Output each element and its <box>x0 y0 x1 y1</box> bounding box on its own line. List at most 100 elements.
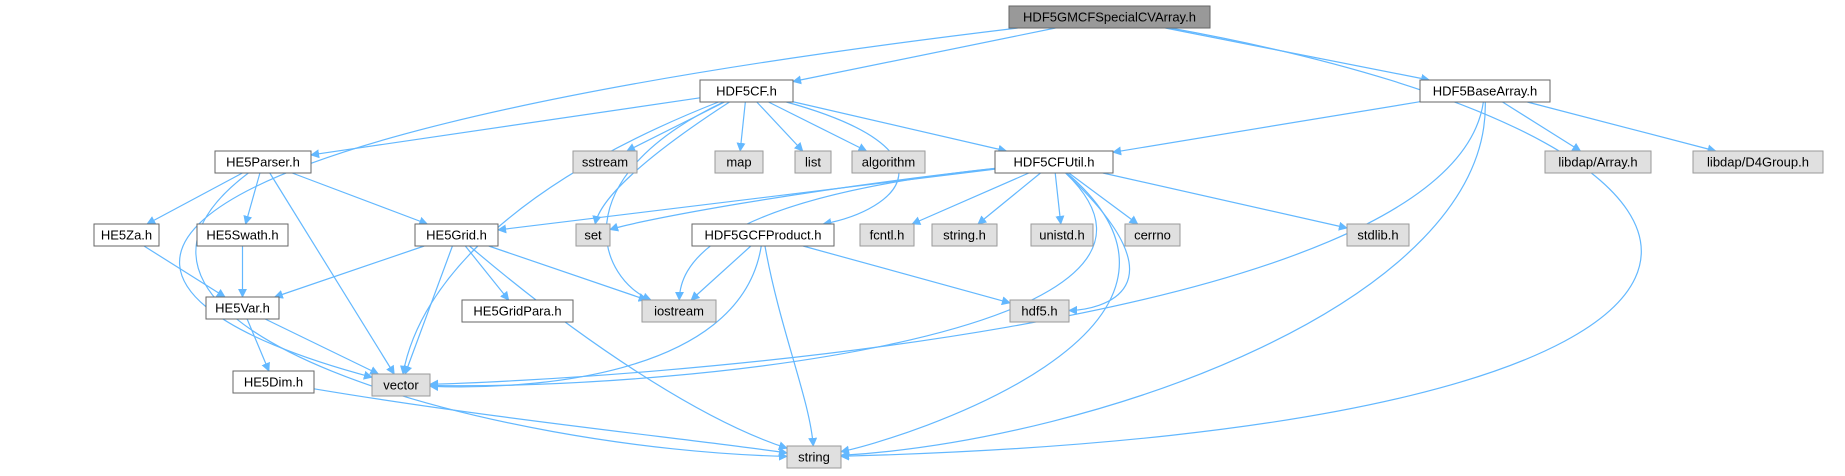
node-string: string <box>786 445 842 469</box>
node-cerrno: cerrno <box>1124 223 1181 247</box>
node-label-he5parser: HE5Parser.h <box>226 155 300 170</box>
edge-root-to-basearray <box>1165 27 1431 83</box>
node-box-cerrno <box>1124 223 1181 247</box>
node-basearray[interactable]: HDF5BaseArray.h <box>1419 79 1551 103</box>
node-label-basearray: HDF5BaseArray.h <box>1433 84 1538 99</box>
node-box-root <box>1008 5 1211 29</box>
node-box-map <box>714 150 764 174</box>
edge-gcfproduct-to-iostream <box>690 245 752 301</box>
node-he5parser[interactable]: HE5Parser.h <box>214 150 312 174</box>
node-box-hdf5h <box>1009 299 1070 323</box>
edge-basearray-to-cfutil <box>1112 101 1421 156</box>
node-label-cfutil: HDF5CFUtil.h <box>1014 155 1095 170</box>
node-stdlib: stdlib.h <box>1346 223 1410 247</box>
node-label-algorithm: algorithm <box>862 155 915 170</box>
edge-he5za-to-he5var <box>143 245 226 298</box>
node-label-he5var: HE5Var.h <box>215 301 270 316</box>
node-box-hdf5cf <box>699 79 794 103</box>
node-box-he5za <box>93 223 160 247</box>
node-stringh: string.h <box>931 223 998 247</box>
node-map: map <box>714 150 764 174</box>
node-box-iostream <box>641 299 717 323</box>
edge-root-to-vector <box>178 27 1018 380</box>
node-list: list <box>794 150 832 174</box>
node-box-sstream <box>572 150 638 174</box>
node-label-hdf5cf: HDF5CF.h <box>716 84 777 99</box>
node-box-he5grid <box>414 223 499 247</box>
node-iostream: iostream <box>641 299 717 323</box>
node-box-he5gridpara <box>461 299 574 323</box>
node-label-he5grid: HE5Grid.h <box>426 228 487 243</box>
node-fcntl: fcntl.h <box>859 223 915 247</box>
node-label-he5dim: HE5Dim.h <box>244 375 303 390</box>
edge-cfutil-to-cerrno <box>1068 172 1139 225</box>
edge-he5grid-to-vector <box>403 245 453 375</box>
node-label-he5gridpara: HE5GridPara.h <box>473 304 561 319</box>
node-label-root: HDF5GMCFSpecialCVArray.h <box>1023 10 1196 25</box>
edge-cfutil-to-vector <box>429 172 1098 391</box>
edge-he5var-to-vector <box>264 318 380 375</box>
node-he5za[interactable]: HE5Za.h <box>93 223 160 247</box>
edge-cfutil-to-set <box>609 167 996 232</box>
node-box-unistd <box>1030 223 1094 247</box>
edge-he5var-to-he5dim <box>246 318 270 372</box>
edge-he5parser-to-vector <box>269 172 395 375</box>
edge-cfutil-to-string <box>840 172 1120 455</box>
node-box-libdapd4group <box>1692 150 1824 174</box>
node-box-cfutil <box>994 150 1114 174</box>
node-label-sstream: sstream <box>582 155 628 170</box>
node-he5swath[interactable]: HE5Swath.h <box>196 223 289 247</box>
node-label-stdlib: stdlib.h <box>1357 228 1398 243</box>
edge-basearray-to-string <box>840 101 1486 460</box>
edge-basearray-to-libdapd4group <box>1527 101 1717 154</box>
edge-hdf5cf-to-iostream <box>605 101 724 302</box>
edge-he5grid-to-iostream <box>488 245 648 302</box>
node-box-he5var <box>205 296 280 320</box>
node-label-he5za: HE5Za.h <box>101 228 152 243</box>
node-libdaparray: libdap/Array.h <box>1544 150 1652 174</box>
node-label-vector: vector <box>383 378 419 393</box>
node-hdf5cf[interactable]: HDF5CF.h <box>699 79 794 103</box>
node-box-string <box>786 445 842 469</box>
node-libdapd4group: libdap/D4Group.h <box>1692 150 1824 174</box>
edge-hdf5cf-to-gcfproduct <box>786 101 900 227</box>
node-label-libdaparray: libdap/Array.h <box>1558 155 1637 170</box>
edge-he5parser-to-he5grid <box>291 172 429 226</box>
edge-cfutil-to-unistd <box>1054 172 1065 225</box>
node-label-libdapd4group: libdap/D4Group.h <box>1707 155 1809 170</box>
node-label-iostream: iostream <box>654 304 704 319</box>
node-vector: vector <box>371 373 431 397</box>
node-label-cerrno: cerrno <box>1134 228 1171 243</box>
edge-hdf5cf-to-he5parser <box>310 97 701 159</box>
edge-root-to-hdf5cf <box>792 27 1056 85</box>
node-label-fcntl: fcntl.h <box>870 228 905 243</box>
edge-he5grid-to-string <box>469 245 788 451</box>
edge-hdf5cf-to-set <box>592 101 730 225</box>
node-gcfproduct[interactable]: HDF5GCFProduct.h <box>691 223 835 247</box>
node-label-stringh: string.h <box>943 228 986 243</box>
edge-cfutil-to-stringh <box>977 172 1041 225</box>
node-label-string: string <box>798 450 830 465</box>
node-label-hdf5h: hdf5.h <box>1021 304 1057 319</box>
edge-hdf5cf-to-cfutil <box>792 101 1008 154</box>
edge-basearray-to-libdaparray <box>1502 101 1582 152</box>
edge-hdf5cf-to-list <box>756 101 804 152</box>
node-box-basearray <box>1419 79 1551 103</box>
node-root[interactable]: HDF5GMCFSpecialCVArray.h <box>1008 5 1211 29</box>
node-box-he5parser <box>214 150 312 174</box>
node-he5dim[interactable]: HE5Dim.h <box>232 370 315 394</box>
edge-cfutil-to-stdlib <box>1102 172 1348 231</box>
node-label-set: set <box>584 228 602 243</box>
node-label-gcfproduct: HDF5GCFProduct.h <box>704 228 821 243</box>
node-box-algorithm <box>851 150 926 174</box>
node-cfutil[interactable]: HDF5CFUtil.h <box>994 150 1114 174</box>
node-box-he5dim <box>232 370 315 394</box>
node-he5var[interactable]: HE5Var.h <box>205 296 280 320</box>
node-box-stdlib <box>1346 223 1410 247</box>
node-he5gridpara[interactable]: HE5GridPara.h <box>461 299 574 323</box>
node-he5grid[interactable]: HE5Grid.h <box>414 223 499 247</box>
edge-he5dim-to-string <box>313 388 788 457</box>
node-box-fcntl <box>859 223 915 247</box>
